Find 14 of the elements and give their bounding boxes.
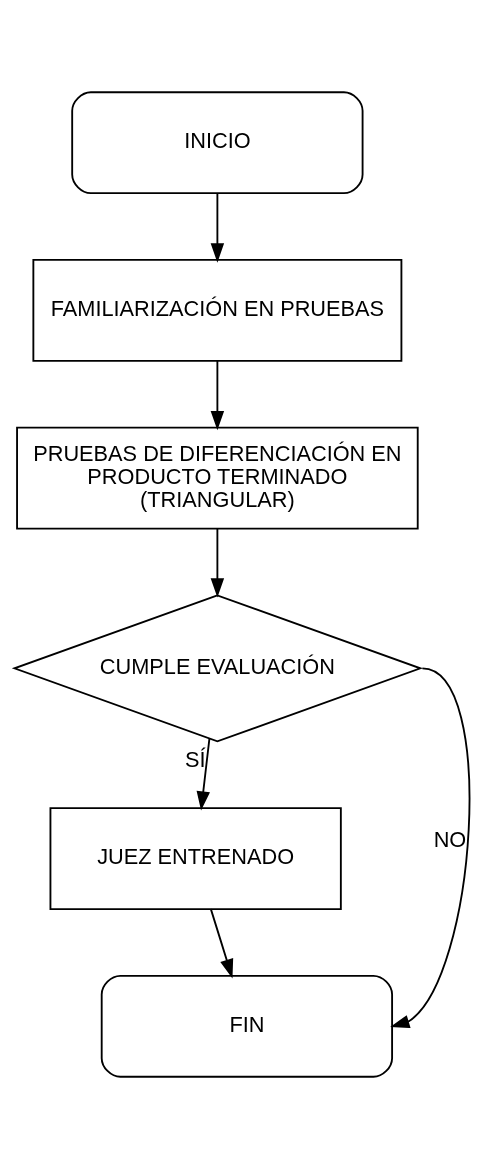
arrow [209, 908, 234, 979]
arrow [390, 667, 471, 1029]
node-box: JUEZ ENTRENADO [49, 807, 342, 910]
node-diamond: CUMPLE EVALUACIÓN [11, 594, 424, 743]
arrow [196, 737, 211, 811]
edge-label: SÍ [185, 747, 206, 773]
node-box: INICIO [71, 91, 364, 195]
arrow [210, 527, 225, 598]
arrow [210, 192, 225, 263]
edge-label: NO [433, 826, 467, 852]
node-box: FIN [100, 974, 393, 1078]
node-box: PRUEBAS DE DIFERENCIACIÓN EN PRODUCTO TERMINADO (TRIANGULAR) [16, 426, 419, 530]
arrow [210, 359, 225, 431]
node-box: FAMILIARIZACIÓN EN PRUEBAS [32, 259, 403, 362]
